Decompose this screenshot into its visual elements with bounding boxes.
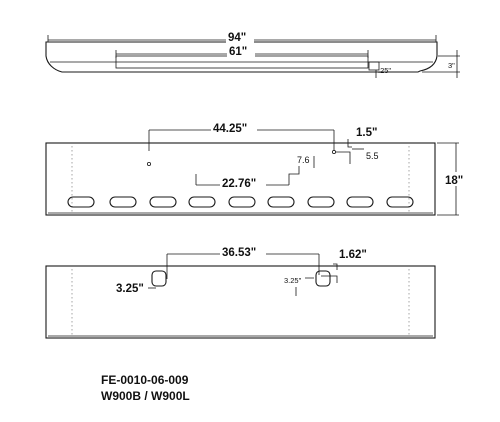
middle-view-outline <box>45 142 436 216</box>
right-offset-label: 1.5" <box>356 127 377 139</box>
mount-hole-left <box>146 161 151 166</box>
right-vertical-label: 5.5 <box>366 151 379 161</box>
right-cutout-label: 3.25" <box>284 276 302 285</box>
right-offset-bracket <box>347 139 352 148</box>
left-cutout-label: 3.25" <box>116 283 144 295</box>
right-cutout-leader <box>295 277 314 296</box>
notch-label: .25" <box>378 66 391 75</box>
left-cutout <box>151 270 167 287</box>
slot <box>346 196 374 208</box>
mount-hole-right <box>331 149 336 154</box>
middle-height-label: 18" <box>445 175 463 187</box>
slot <box>149 196 177 208</box>
bottom-view-outline <box>45 265 436 339</box>
left-vertical-label: 7.6 <box>297 155 310 165</box>
slot <box>228 196 256 208</box>
bottom-top-span-label: 36.53" <box>222 247 256 259</box>
slot <box>267 196 295 208</box>
slot <box>307 196 335 208</box>
slot <box>386 196 414 208</box>
bottom-right-offset-bracket <box>333 263 338 270</box>
part-number: FE-0010-06-009 <box>101 373 189 387</box>
right-cutout <box>315 270 331 287</box>
slot <box>188 196 216 208</box>
top-view: 94" 61" 3" .25" <box>45 31 460 78</box>
slot <box>67 196 95 208</box>
lower-span-label: 22.76" <box>222 178 256 190</box>
bottom-view: 36.53" 1.62" 3.25" 3.25" <box>45 245 436 339</box>
model-label: W900B / W900L <box>101 389 190 403</box>
top-view-notch <box>368 61 380 71</box>
inner-span-label: 61" <box>229 46 247 58</box>
bottom-right-offset-stem <box>321 275 338 283</box>
lower-span-step <box>288 166 300 185</box>
top-view-outline <box>45 41 438 73</box>
slot <box>109 196 137 208</box>
middle-view: 44.25" 1.5" 5.5 7.6 22.76" 18" <box>45 121 469 216</box>
bottom-right-offset-label: 1.62" <box>339 249 367 261</box>
top-span-label: 44.25" <box>213 123 247 135</box>
overall-width-label: 94" <box>228 32 246 44</box>
height-label: 3" <box>448 61 455 70</box>
right-offset-stem <box>336 151 351 164</box>
